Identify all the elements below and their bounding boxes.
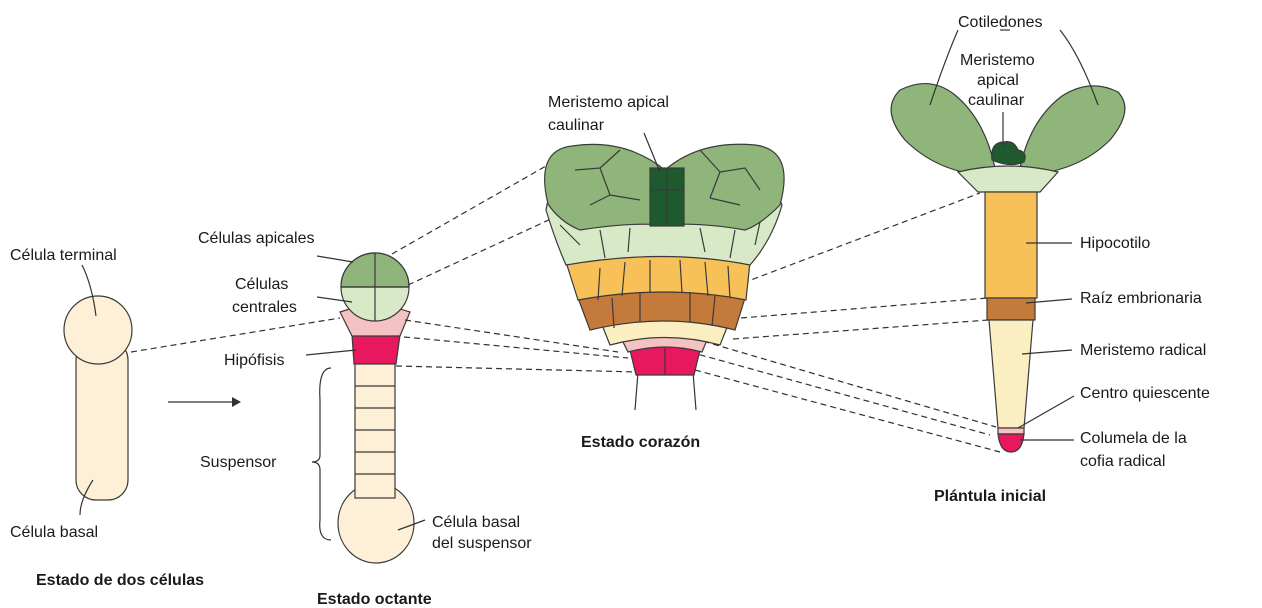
seedling-stage-title: Plántula inicial	[934, 488, 1046, 505]
hypocotyl-label: Hipocotilo	[1080, 235, 1150, 252]
right-cotyledon	[1020, 86, 1125, 175]
embryonic-root-label: Raíz embrionaria	[1080, 290, 1202, 307]
columella	[998, 434, 1024, 452]
seedling-meristem-label-1: Meristemo	[960, 52, 1035, 69]
heart-meristem-label-1: Meristemo apical	[548, 94, 669, 111]
seedling-collar	[958, 166, 1058, 192]
terminal-cell	[64, 296, 132, 364]
central-cells-label-1: Células	[235, 276, 288, 293]
cotyledons-label: Cotiledones	[958, 14, 1043, 31]
embryonic-root	[987, 298, 1035, 320]
apical-cells-leader	[317, 256, 353, 262]
seedling-meristem-label-3: caulinar	[968, 92, 1025, 109]
heart-stage-title: Estado corazón	[581, 434, 700, 451]
apical-cells-label: Células apicales	[198, 230, 315, 247]
octant-embryo	[338, 253, 414, 563]
columella-label-1: Columela de la	[1080, 430, 1187, 447]
hypocotyl	[985, 192, 1037, 298]
hypophysis-leader	[306, 350, 356, 355]
quiescent-center	[998, 428, 1024, 434]
basal-suspensor-label-1: Célula basal	[432, 514, 520, 531]
basal-cell-label: Célula basal	[10, 524, 98, 541]
seedling-shoot-meristem	[992, 142, 1025, 165]
heart-meristem-label-2: caulinar	[548, 117, 605, 134]
two-cell-embryo	[64, 296, 132, 500]
central-cells-label-2: centrales	[232, 299, 297, 316]
seedling-meristem-label-2: apical	[977, 72, 1019, 89]
terminal-cell-label: Célula terminal	[10, 247, 117, 264]
quiescent-center-label: Centro quiescente	[1080, 385, 1210, 402]
suspensor-bracket	[312, 368, 331, 540]
hypophysis-cell	[352, 335, 400, 364]
root-meristem	[989, 320, 1033, 428]
columella-label-2: cofia radical	[1080, 453, 1165, 470]
suspensor-label: Suspensor	[200, 454, 277, 471]
progression-arrow	[168, 397, 241, 407]
root-meristem-label: Meristemo radical	[1080, 342, 1206, 359]
basal-suspensor-label-2: del suspensor	[432, 535, 532, 552]
octant-stage-title: Estado octante	[317, 591, 432, 608]
two-cell-stage-title: Estado de dos células	[36, 572, 204, 589]
hypophysis-label: Hipófisis	[224, 352, 284, 369]
